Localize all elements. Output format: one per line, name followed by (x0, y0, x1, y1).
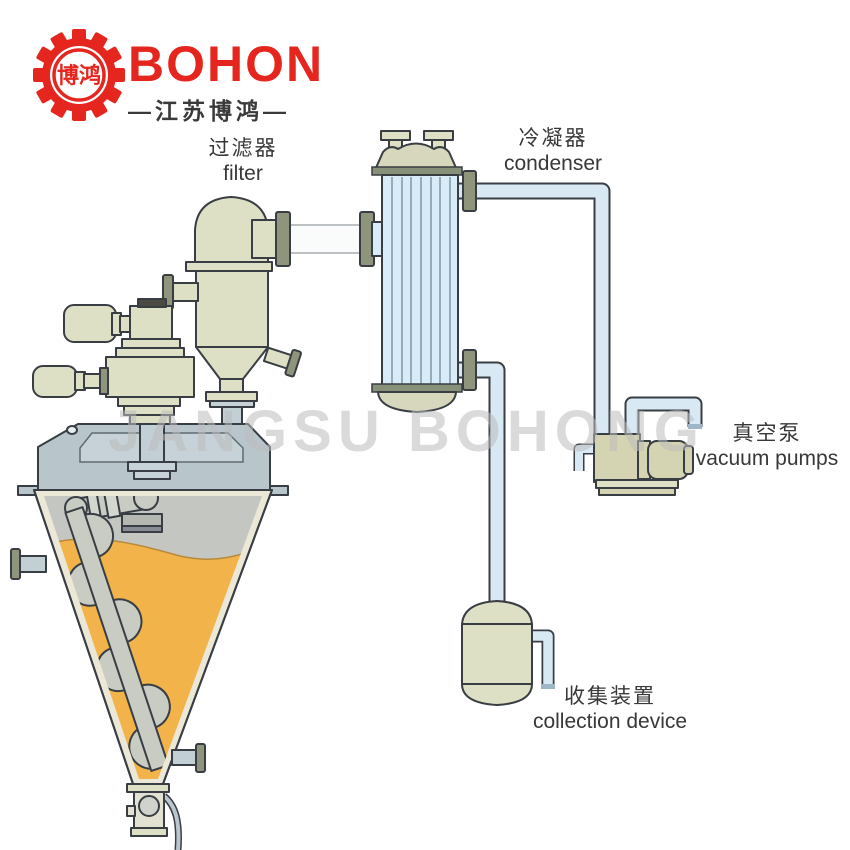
dryer-lid (17, 423, 289, 496)
label-condenser: 冷凝器 condenser (478, 126, 628, 176)
pump-body (593, 433, 641, 483)
label-filter-zh: 过滤器 (208, 137, 278, 160)
condensate-pipe (458, 361, 506, 608)
valve-wheel (138, 795, 160, 817)
pump-exhaust-gooseneck (624, 396, 703, 440)
vacuum-line-pipe (458, 182, 611, 440)
label-condenser-zh: 冷凝器 (518, 127, 588, 150)
condenser-top-head (374, 142, 458, 171)
label-vacuum-pump-en: vacuum pumps (695, 447, 839, 470)
condenser-tubes (391, 177, 451, 384)
filter-cone-nozzle (262, 346, 302, 378)
label-filter: 过滤器 filter (168, 136, 318, 186)
brand-wordmark: BOHON (128, 36, 325, 92)
drain-hose (162, 794, 181, 850)
nozzle-flange (462, 349, 477, 391)
screw-agitator (64, 506, 171, 772)
conical-dryer (10, 298, 289, 850)
label-filter-en: filter (223, 162, 263, 185)
label-collection-device-en: collection device (532, 710, 688, 733)
lower-motor (32, 365, 78, 398)
label-collection-device: 收集装置 collection device (525, 684, 695, 734)
filter-vapor-nozzle (251, 219, 279, 259)
label-vacuum-pump: 真空泵 vacuum pumps (688, 421, 846, 471)
pump-motor (647, 440, 689, 480)
pipe-flange (275, 211, 291, 267)
label-condenser-en: condenser (503, 152, 603, 175)
condenser (371, 130, 477, 413)
collection-body (461, 623, 533, 685)
collection-outlet-pipe (530, 629, 555, 689)
collection-vessel (461, 600, 555, 706)
upper-gearhead (129, 305, 173, 340)
collection-top-dome (461, 600, 533, 627)
screw-shaft (64, 506, 170, 772)
pump-base (595, 479, 679, 489)
filter-girth-flange (185, 261, 273, 272)
filter-bottom-flange (205, 391, 258, 402)
filter-left-nozzle (162, 274, 199, 310)
nozzle-flange (462, 170, 477, 212)
main-gearbox (105, 356, 195, 398)
company-logo: 博鸿 BOHON —江苏博鸿— (32, 28, 332, 128)
label-vacuum-pump-zh: 真空泵 (732, 422, 802, 445)
drive-motors (32, 298, 195, 425)
gearhead-cap (137, 298, 167, 308)
collection-bottom-dome (461, 683, 533, 706)
tube-sheet (371, 166, 463, 176)
cone-right-nozzle (171, 743, 206, 773)
seal-characters: 博鸿 (57, 63, 101, 88)
lid-center-column (139, 423, 165, 463)
filter-condenser-pipe (275, 211, 387, 267)
label-collection-device-zh: 收集装置 (564, 685, 656, 708)
upper-motor (63, 304, 117, 343)
dryer-cone (10, 489, 273, 785)
discharge-valve (126, 783, 182, 850)
condenser-bottom-head (377, 391, 457, 413)
tube-sheet (371, 383, 463, 393)
lid-hole (66, 425, 78, 435)
filter-vessel (162, 196, 302, 430)
gear-seal-logo: 博鸿 (33, 29, 125, 121)
vacuum-pump (573, 396, 703, 496)
cone-left-nozzle (10, 548, 47, 580)
brand-subtitle: —江苏博鸿— (128, 98, 290, 124)
